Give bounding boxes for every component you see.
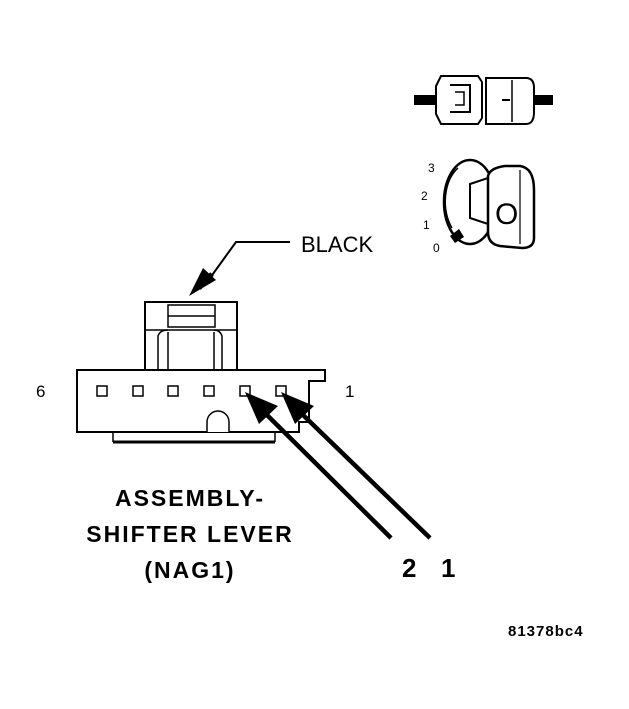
pin-cavity-5 xyxy=(132,385,144,397)
pin-number-left: 6 xyxy=(36,382,45,401)
callout-label-2: 2 xyxy=(402,553,416,583)
pin-cavity-1 xyxy=(275,385,287,397)
callout-label-1: 1 xyxy=(441,553,455,583)
key-position-0: 0 xyxy=(433,241,440,255)
figure-code: 81378bc4 xyxy=(508,623,584,640)
callout-arrow-2 xyxy=(245,392,393,540)
key-position-3: 3 xyxy=(428,161,435,175)
black-leader-arrow xyxy=(189,241,290,296)
key-position-1: 1 xyxy=(423,218,430,232)
wire-color-label: BLACK xyxy=(301,232,373,257)
pin-cavity-3 xyxy=(203,385,215,397)
pin-cavities xyxy=(96,385,287,397)
pin-cavity-2 xyxy=(239,385,251,397)
key-position-2: 2 xyxy=(421,189,428,203)
pin-cavity-4 xyxy=(167,385,179,397)
title-line-3: (NAG1) xyxy=(144,557,235,583)
pin-cavity-6 xyxy=(96,385,108,397)
connector-plug-icon xyxy=(414,75,553,125)
ignition-key-icon xyxy=(442,158,536,250)
connector-body xyxy=(76,301,326,444)
callout-arrow-1 xyxy=(281,392,432,540)
title-line-2: SHIFTER LEVER xyxy=(86,521,293,547)
pin-number-right: 1 xyxy=(345,382,354,401)
key-head-label: O xyxy=(495,198,518,231)
title-line-1: ASSEMBLY- xyxy=(115,485,265,511)
